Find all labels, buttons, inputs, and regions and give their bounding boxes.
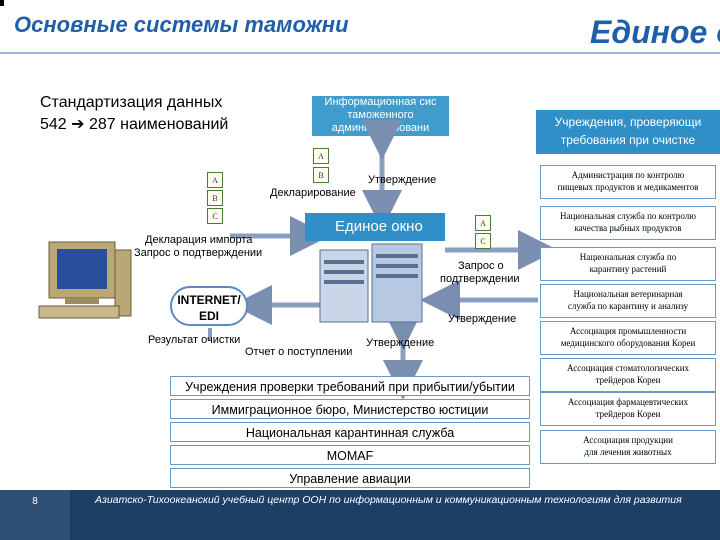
approval-label-top: Утверждение [368,174,437,186]
agency-3-line2: карантину растений [589,264,667,274]
stack-box-5: Управление авиации [170,468,530,488]
internet-line2: EDI [198,309,219,323]
agency-box-5: Ассоциация промышленности медицинского о… [540,321,716,355]
footer-bar [0,490,720,540]
document-icon-a-top: A [313,148,329,164]
agency-box-4: Национальная ветеринарная служба по кара… [540,284,716,318]
agency-box-6: Ассоциация стоматологических трейдеров К… [540,358,716,392]
agency-box-1: Администрация по контролю пищевых продук… [540,165,716,199]
agency-6-line2: трейдеров Кореи [595,375,661,385]
agencies-header-line1: Учреждения, проверяющи [554,115,702,129]
stack-box-1: Учреждения проверки требований при прибы… [170,376,530,396]
document-icon-a-left: A [207,172,223,188]
document-icon-a-right: A [475,215,491,231]
document-icon-b-top: B [313,167,329,183]
info-system-line2: таможенного [347,109,414,121]
agency-3-line1: Национальная служба по [579,252,677,262]
declaring-label: Декларирование [270,187,356,199]
stack-box-4: MOMAF [170,445,530,465]
agency-7-line1: Ассоциация фармацевтических [567,397,689,407]
footer-page-number: 8 [0,490,70,540]
footer-text: Азиатско-Тихоокеанский учебный центр ООН… [95,494,682,506]
agency-4-line1: Национальная ветеринарная [573,289,683,299]
document-icon-c-left: C [207,208,223,224]
clearance-result-label: Результат очистки [148,334,241,346]
standardization-line2: 542 ➔ 287 наименований [40,116,229,133]
agency-6-line1: Ассоциация стоматологических [566,363,690,373]
agencies-header-line2: требования при очистке [560,133,696,147]
page-title: Основные системы таможни [14,12,349,37]
agency-box-2: Национальная служба по контролю качества… [540,206,716,240]
request-label-line1: Запрос о [458,260,504,272]
single-window-box: Единое окно [305,213,445,241]
agency-8-line1: Ассоциация продукции [583,435,673,445]
stack-box-3: Национальная карантинная служба [170,422,530,442]
approval-label-bottom: Утверждение [366,337,435,349]
internet-line1: INTERNET/ [177,293,241,307]
stack-box-2: Иммиграционное бюро, Министерство юстици… [170,399,530,419]
agency-8-line2: для лечения животных [584,447,672,457]
agency-1-line1: Администрация по контролю [571,170,685,180]
agency-2-line1: Национальная служба по контролю [559,211,697,221]
agency-box-7: Ассоциация фармацевтических трейдеров Ко… [540,392,716,426]
server-icon [319,243,423,323]
agency-5-line2: медицинского оборудования Кореи [560,338,696,348]
agency-7-line2: трейдеров Кореи [595,409,661,419]
agency-box-3: Национальная служба по карантину растени… [540,247,716,281]
agency-5-line1: Ассоциация промышленности [569,326,687,336]
request-label-line2: подтверждении [440,273,520,285]
approval-label-right: Утверждение [448,313,517,325]
page-title-right: Единое ок [590,14,720,50]
corner-mark [0,0,4,6]
document-icon-c-right: C [475,233,491,249]
agency-box-8: Ассоциация продукции для лечения животны… [540,430,716,464]
title-divider [0,52,720,54]
computer-icon [38,241,132,319]
standardization-line1: Стандартизация данных [40,94,223,111]
arrival-report-label: Отчет о поступлении [245,346,353,358]
standardization-text: Стандартизация данных 542 ➔ 287 наименов… [40,92,228,136]
info-system-line1: Информационная сис [324,96,437,108]
agencies-header-box: Учреждения, проверяющи требования при оч… [536,110,720,154]
agency-4-line2: служба по карантину и анализу [567,301,689,311]
import-declaration-label: Декларация импорта [145,234,253,246]
internet-edi-node: INTERNET/ EDI [170,286,248,326]
document-icon-b-left: B [207,190,223,206]
agency-1-line2: пищевых продуктов и медикаментов [557,182,699,192]
confirmation-request-label: Запрос о подтверждении [134,247,263,259]
agency-2-line2: качества рыбных продуктов [574,223,682,233]
